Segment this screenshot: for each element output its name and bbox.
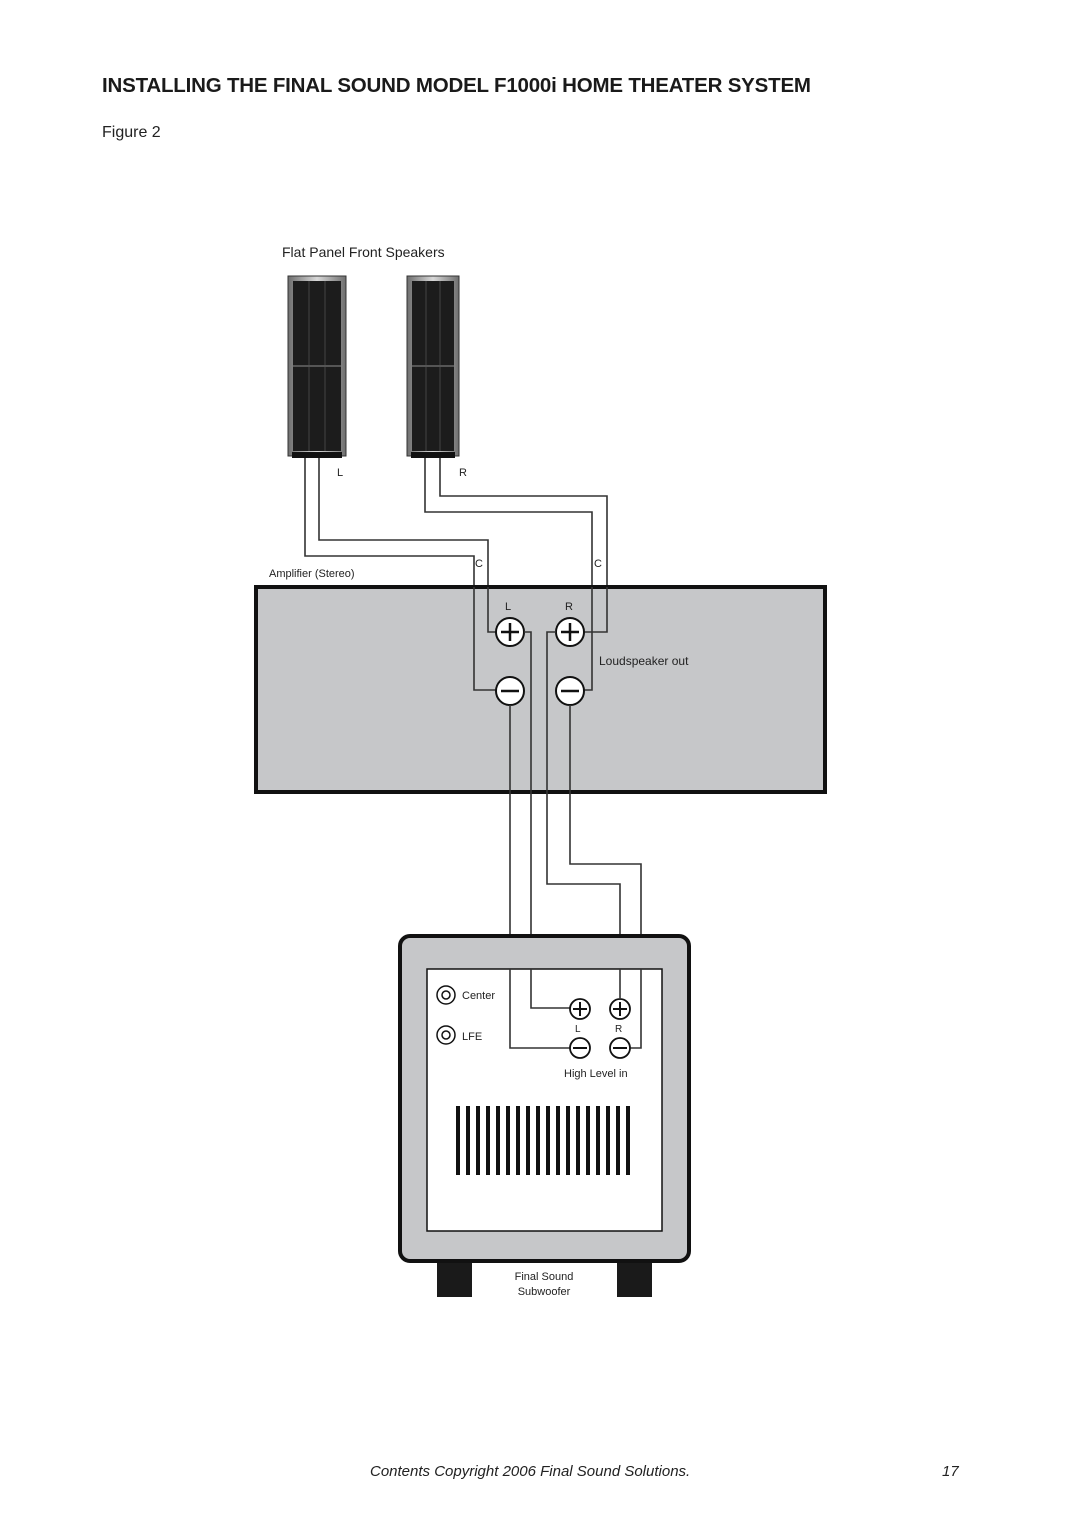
right-speaker [406,275,460,458]
heatsink-fin [576,1106,580,1175]
heatsink-fin [546,1106,550,1175]
common-right-label: C [594,558,602,570]
heatsink-fin [586,1106,590,1175]
figure-label: Figure 2 [102,124,161,141]
sub-right-label: R [615,1024,622,1035]
heatsink-fin [566,1106,570,1175]
amp-right-label: R [565,601,573,613]
speakers-label: Flat Panel Front Speakers [282,244,445,260]
heatsink-fin [516,1106,520,1175]
lfe-jack-icon [436,1025,456,1045]
sub-left-label: L [575,1024,581,1035]
sub-terminal-left-minus-icon [569,1037,591,1059]
heatsink-fin [616,1106,620,1175]
subwoofer-feet-right [617,1262,652,1297]
heatsink-fin [536,1106,540,1175]
sub-center-label: Center [462,990,495,1002]
page-number: 17 [942,1463,959,1480]
common-left-label: C [475,558,483,570]
heatsink-fin [556,1106,560,1175]
amplifier-label: Amplifier (Stereo) [269,568,355,580]
high-level-label: High Level in [564,1068,628,1080]
amp-terminal-left-plus-icon [495,617,525,647]
heatsink-fin [456,1106,460,1175]
heatsink-fin [596,1106,600,1175]
loudspeaker-out-label: Loudspeaker out [599,654,689,668]
amplifier-box [254,585,827,794]
page-title: INSTALLING THE FINAL SOUND MODEL F1000i … [102,74,811,97]
heatsink-fin [486,1106,490,1175]
heatsink-fin [476,1106,480,1175]
speaker-right-label: R [459,467,467,479]
sub-terminal-left-plus-icon [569,998,591,1020]
amp-terminal-right-minus-icon [555,676,585,706]
heatsink-fins [456,1106,630,1175]
heatsink-fin [496,1106,500,1175]
speaker-left-label: L [337,467,343,479]
left-speaker [287,275,347,458]
subwoofer-label-line1: Final Sound [515,1271,574,1283]
sub-lfe-label: LFE [462,1031,482,1043]
sub-terminal-right-minus-icon [609,1037,631,1059]
subwoofer-label-line2: Subwoofer [518,1286,571,1298]
footer-copyright: Contents Copyright 2006 Final Sound Solu… [370,1463,691,1480]
center-jack-icon [436,985,456,1005]
heatsink-fin [626,1106,630,1175]
amp-terminal-left-minus-icon [495,676,525,706]
amp-terminal-right-plus-icon [555,617,585,647]
amp-left-label: L [505,601,511,613]
heatsink-fin [506,1106,510,1175]
wiring-diagram: Flat Panel Front Speakers L R Amplifier … [254,244,827,1298]
heatsink-fin [606,1106,610,1175]
sub-terminal-right-plus-icon [609,998,631,1020]
heatsink-fin [526,1106,530,1175]
heatsink-fin [466,1106,470,1175]
subwoofer-feet-left [437,1262,472,1297]
